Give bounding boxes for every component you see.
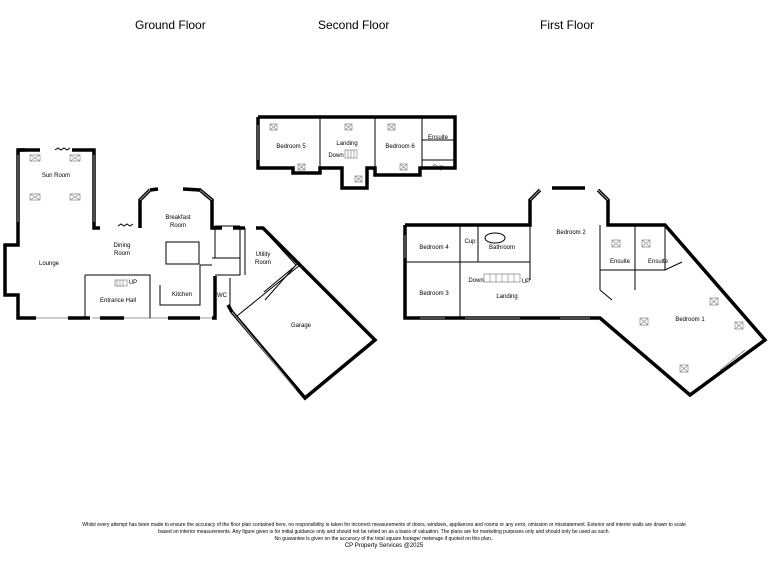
second-floor-title: Second Floor — [318, 18, 390, 32]
room-label-ensuite-first-b: Ensuite — [647, 259, 669, 265]
room-label-wc: WC — [217, 293, 227, 299]
room-label-breakfast-room: Breakfast Room — [165, 215, 191, 229]
room-label-lounge: Lounge — [38, 261, 60, 267]
room-label-dining-room: Dining Room — [113, 243, 131, 257]
stairs-up-label: UP — [128, 280, 138, 286]
room-label-bathroom: Bathroom — [488, 245, 516, 251]
room-label-ensuite-first-a: Ensuite — [609, 259, 631, 265]
copyright: CP Property Services @2025 — [344, 543, 424, 549]
disclaimer-line-2: based on interior measurements. Any figu… — [158, 529, 610, 535]
room-label-bedroom-1: Bedroom 1 — [675, 317, 705, 323]
room-label-sun-room: Sun Room — [41, 173, 71, 179]
disclaimer-line-3: No guarantee is given on the accuracy of… — [274, 536, 494, 542]
stairs-down-label-first: Down — [468, 278, 484, 284]
room-label-cup-second: Cup — [432, 165, 444, 171]
first-floor-title: First Floor — [540, 18, 594, 32]
room-label-cup-first: Cup — [464, 239, 476, 245]
room-label-bedroom-5: Bedroom 5 — [276, 144, 306, 150]
second-floor-plan — [256, 115, 457, 190]
room-label-entrance-hall: Entrance Hall — [99, 298, 137, 304]
stairs-down-label-second: Down — [328, 153, 344, 159]
ground-floor-plan — [3, 147, 378, 401]
disclaimer: Whilst every attempt has been made to en… — [0, 522, 768, 550]
room-label-kitchen: Kitchen — [171, 292, 193, 298]
room-label-landing-second: Landing — [336, 141, 358, 147]
first-floor-plan — [403, 186, 768, 398]
stairs-up-label-first: UP — [521, 279, 531, 285]
room-label-bedroom-3: Bedroom 3 — [419, 291, 449, 297]
room-label-bedroom-4: Bedroom 4 — [419, 245, 449, 251]
room-label-garage: Garage — [290, 323, 312, 329]
disclaimer-line-1: Whilst every attempt has been made to en… — [82, 522, 686, 528]
ground-floor-title: Ground Floor — [135, 18, 206, 32]
room-label-ensuite-second: Ensuite — [427, 135, 449, 141]
room-label-utility-room: Utility Room — [254, 252, 271, 266]
room-label-landing-first: Landing — [496, 294, 518, 300]
room-label-bedroom-6: Bedroom 6 — [385, 144, 415, 150]
room-label-bedroom-2: Bedroom 2 — [556, 230, 586, 236]
